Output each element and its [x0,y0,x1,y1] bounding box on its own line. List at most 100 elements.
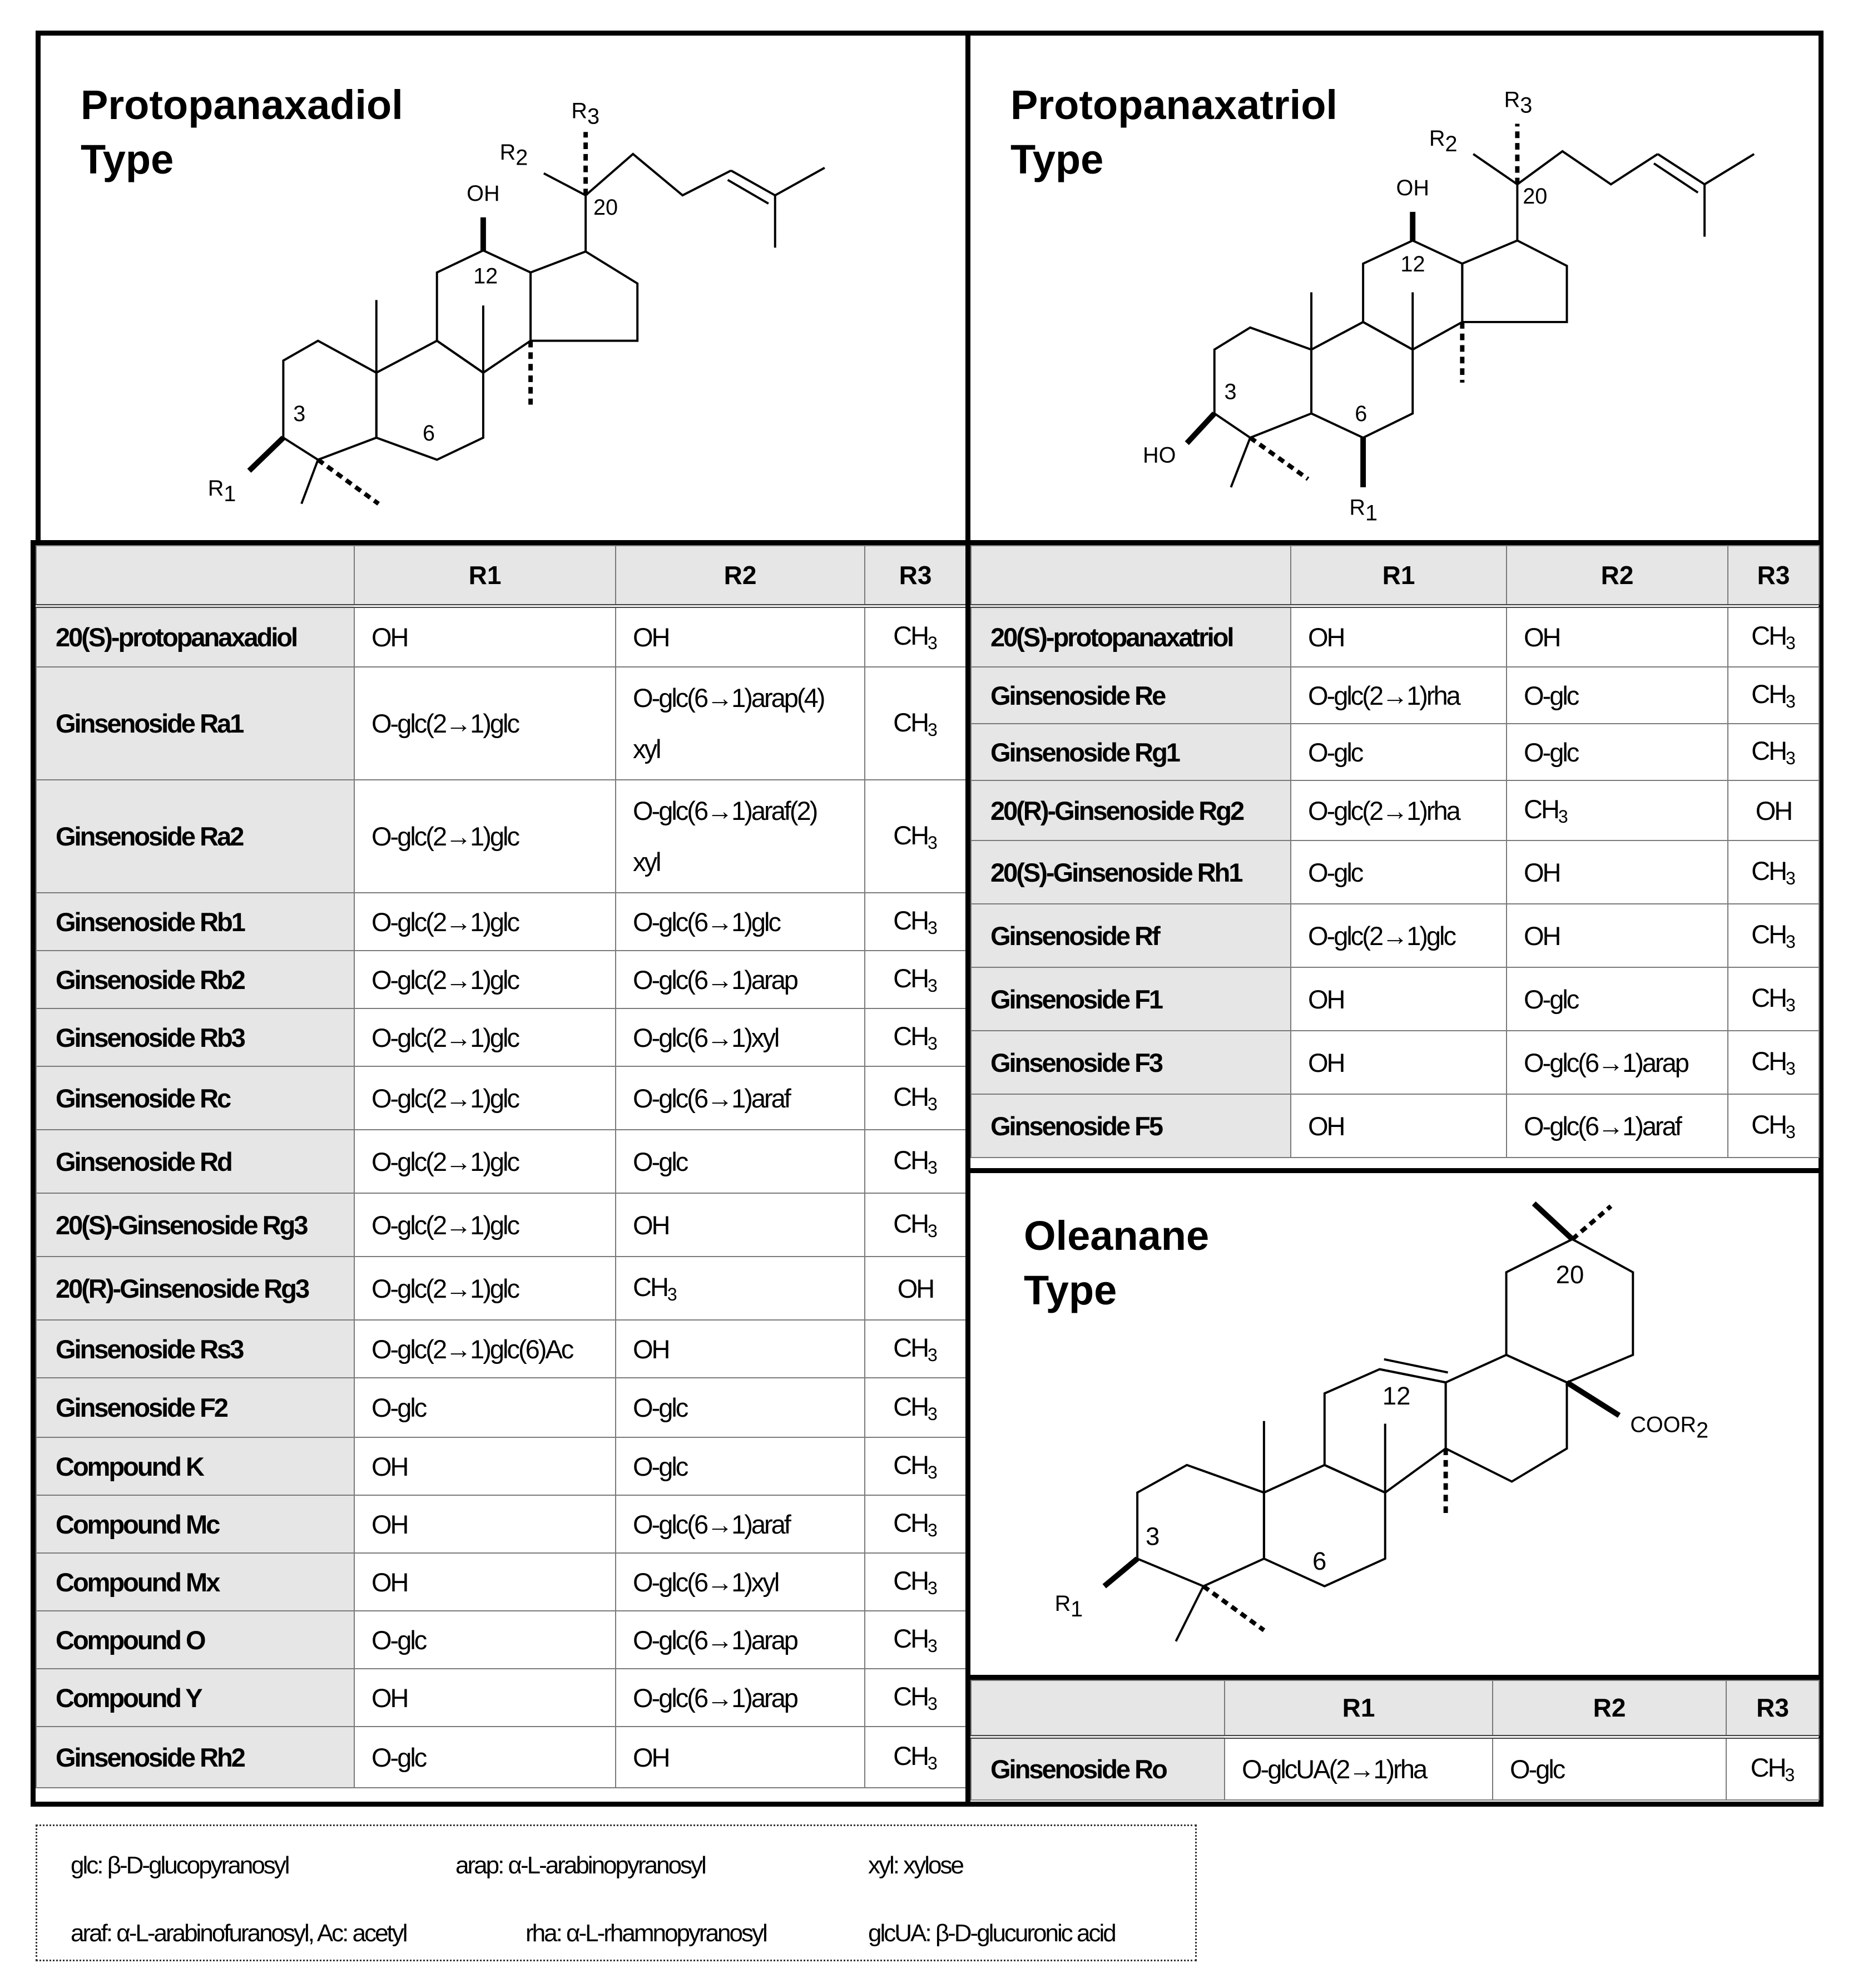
ppd-r2-value: O-glc [615,1129,865,1194]
ppt-side-chain [1517,150,1658,186]
ole-header-name [970,1680,1225,1739]
ppd-r2-value: O-glc(6→1)xyl [615,1552,865,1611]
ppd-r1-bond [247,436,285,473]
ppt-r1-value: O-glc(2→1)rha [1290,666,1507,724]
ppd-ring-d [529,250,639,342]
ppt-compound-name: 20(R)-Ginsenoside Rg2 [970,780,1291,841]
ppt-ho-label: HO [1143,443,1176,467]
ppd-c3-label: 3 [293,402,305,426]
ppd-r2-value: O-glc(6→1)arap(4) xyl [615,666,865,780]
ppt-r3-label: R3 [1504,88,1533,118]
ppd-compound-name: Ginsenoside Rb1 [36,892,355,951]
ppt-compound-name: Ginsenoside F1 [970,967,1291,1031]
ppd-double-bond-a [730,169,776,196]
ppt-double-bond-a [1657,153,1706,186]
ppt-c3-label: 3 [1225,380,1237,404]
ole-structure-diagram: COOR2 R1 3 6 12 20 [1055,1201,1708,1642]
ppd-r1-value: O-glc(2→1)glc [354,1256,616,1321]
ppt-oh-label: OH [1396,176,1429,200]
ppd-r2-value: OH [615,605,865,667]
ppd-structure-diagram: R1 3 6 12 OH 20 R3 R2 [208,99,825,506]
ppd-side-chain [584,152,732,197]
ppd-r3-value: CH3 [864,1008,967,1067]
ppd-r2-value: CH3 [615,1256,865,1321]
legend-glcua: glcUA: β-D-glucuronic acid [868,1920,1117,1947]
ppd-header-r3: R3 [864,545,967,608]
ppd-r3-value: CH3 [864,666,967,780]
ole-r1-value: O-glcUA(2→1)rha [1224,1736,1493,1801]
ppt-methyl-c4a [1230,437,1251,488]
ppt-r1-value: O-glc [1290,723,1507,781]
ppt-r1-label: R1 [1349,496,1378,526]
ppd-r2-value: O-glc [615,1377,865,1438]
ppt-header-r1: R1 [1290,545,1507,608]
ppd-r3-value: CH3 [864,779,967,893]
ppd-r1-value: O-glc [354,1726,616,1788]
legend-arap: arap: α-L-arabinopyranosyl [455,1852,707,1879]
ppt-r3-value: CH3 [1727,666,1820,724]
ppt-ring-d [1461,239,1568,323]
ppt-r3-value: CH3 [1727,967,1820,1031]
ppd-r3-value: CH3 [864,950,967,1009]
ppd-r1-label: R1 [208,476,236,506]
ole-header-r1: R1 [1224,1680,1493,1739]
ppd-r3-value: CH3 [864,1726,967,1788]
ppd-compound-name: Ginsenoside Rc [36,1066,355,1130]
ppt-header-r2: R2 [1506,545,1728,608]
ppd-r2-value: O-glc(6→1)araf(2) xyl [615,779,865,893]
ppd-r2-bond [543,172,587,196]
ppd-r2-value: O-glc(6→1)arap [615,950,865,1009]
ppt-r2-value: CH3 [1506,780,1728,841]
ppd-header-r2: R2 [615,545,865,608]
ppt-structure-panel: Protopanaxatriol Type HO R1 3 6 12 OH 20… [965,31,1824,545]
ppt-r1-value: O-glc(2→1)glc [1290,903,1507,968]
ppd-r2-value: O-glc(6→1)arap [615,1668,865,1727]
ppd-r3-value: CH3 [864,1377,967,1438]
ole-header-r3: R3 [1726,1680,1820,1739]
ppd-r2-value: OH [615,1193,865,1257]
ppt-r2-value: O-glc [1506,666,1728,724]
ppd-compound-name: Ginsenoside F2 [36,1377,355,1438]
ppt-c12-label: 12 [1400,252,1425,276]
ppd-header-name [36,545,355,608]
ppd-oh-label: OH [467,181,499,206]
ole-c20-label: 20 [1556,1260,1584,1289]
ppd-methyl-c4a [300,459,319,505]
ppt-compound-name: Ginsenoside Rf [970,903,1291,968]
ole-r2-value: O-glc [1492,1736,1727,1801]
ole-header-r2: R2 [1492,1680,1727,1739]
ppd-r3-value: CH3 [864,1668,967,1727]
ppd-compound-name: Ginsenoside Ra2 [36,779,355,893]
ppd-r2-value: O-glc(6→1)arap [615,1610,865,1669]
ppd-r1-value: O-glc(2→1)glc [354,892,616,951]
legend-rha: rha: α-L-rhamnopyranosyl [526,1920,768,1947]
ole-c12-label: 12 [1383,1382,1411,1410]
ppt-compound-name: 20(S)-protopanaxatriol [970,605,1291,667]
ppt-terminal-methyl-a [1704,153,1755,186]
legend-araf: araf: α-L-arabinofuranosyl, Ac: acetyl [71,1920,408,1947]
ppt-r3-value: CH3 [1727,903,1820,968]
legend-xyl: xyl: xylose [868,1852,964,1879]
ppd-compound-name: Ginsenoside Ra1 [36,666,355,780]
ppt-r1-value: OH [1290,1094,1507,1158]
ppt-header-name [970,545,1291,608]
ole-r1-label: R1 [1055,1591,1083,1621]
ppt-r2-value: O-glc(6→1)araf [1506,1094,1728,1158]
ppt-methyl-c4b [1248,436,1310,481]
ppt-r3-value: CH3 [1727,723,1820,781]
ppt-r3-value: OH [1727,780,1820,841]
ppd-r3-value: CH3 [864,1495,967,1554]
